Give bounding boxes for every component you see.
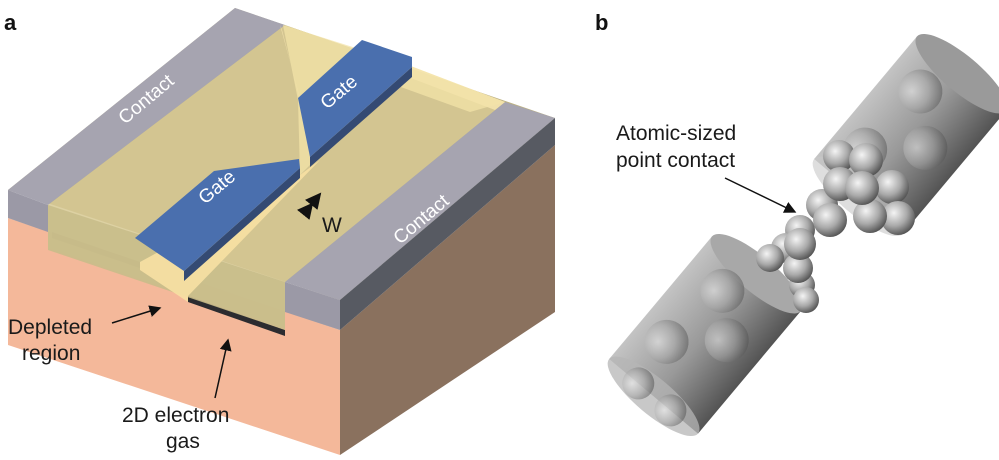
left-contact-top bbox=[8, 8, 285, 205]
panel-a-label: a bbox=[4, 10, 17, 35]
width-label: W bbox=[322, 214, 342, 237]
panel-b: b bbox=[595, 10, 999, 437]
substrate-side-face bbox=[340, 145, 555, 455]
right-contact-top bbox=[285, 102, 555, 300]
gas-arrow-icon bbox=[214, 338, 232, 399]
point-contact-label-line2: point contact bbox=[616, 149, 735, 172]
panel-a: a Gate Gate Contact Contact bbox=[4, 8, 555, 455]
right-contact-side bbox=[340, 118, 555, 330]
point-contact-arrow-icon bbox=[724, 177, 797, 213]
lower-electrode bbox=[607, 233, 803, 437]
left-contact-front bbox=[8, 190, 48, 232]
gate-right bbox=[298, 40, 412, 157]
substrate-front-face bbox=[8, 218, 340, 455]
depleted-label-line2: region bbox=[22, 342, 80, 365]
panel-b-label: b bbox=[595, 10, 608, 35]
gate-right-side bbox=[310, 67, 412, 167]
point-contact-label-line1: Atomic-sized bbox=[616, 122, 736, 145]
width-arrow-icon bbox=[297, 192, 322, 220]
electron-gas-strip-right bbox=[188, 296, 285, 336]
depleted-label-line1: Depleted bbox=[8, 316, 92, 339]
atom-chain bbox=[756, 140, 915, 313]
depleted-arrow-icon bbox=[111, 305, 162, 324]
gate-left-side bbox=[184, 168, 300, 281]
gas-label-line1: 2D electron bbox=[122, 404, 229, 427]
right-contact-front bbox=[285, 282, 340, 330]
gas-label-line2: gas bbox=[166, 430, 200, 453]
gate-left bbox=[135, 159, 300, 271]
